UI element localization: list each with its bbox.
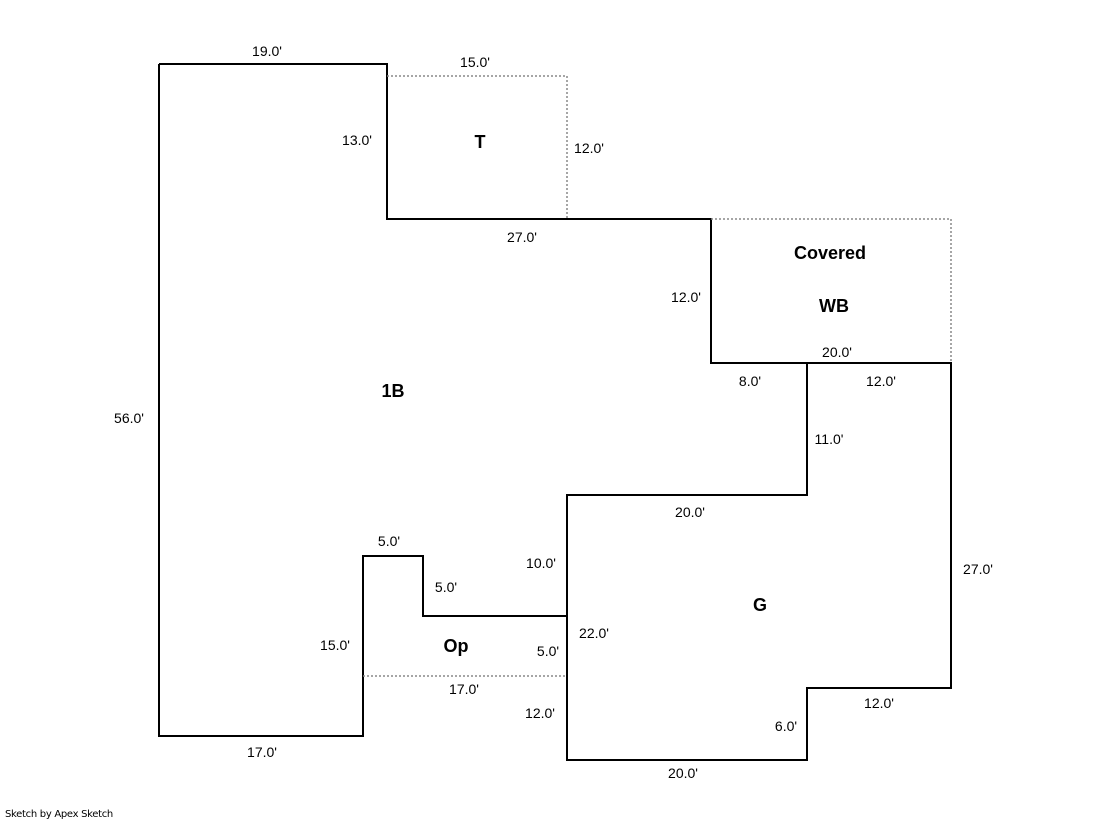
dimension-label: 5.0' [537, 643, 559, 659]
dimension-label: 17.0' [449, 681, 479, 697]
dimension-label: 5.0' [435, 579, 457, 595]
dimension-label: 56.0' [114, 410, 144, 426]
area-label-op: Op [444, 636, 469, 656]
dimension-label: 20.0' [822, 344, 852, 360]
dimension-label: 12.0' [574, 140, 604, 156]
dimension-label: 20.0' [668, 765, 698, 781]
dimension-label: 27.0' [507, 229, 537, 245]
dimension-label: 20.0' [675, 504, 705, 520]
dimension-label: 6.0' [775, 718, 797, 734]
t-area-outline [387, 75, 568, 219]
dimension-label: 27.0' [963, 561, 993, 577]
dimension-label: 11.0' [815, 431, 844, 447]
dimension-label: 22.0' [579, 625, 609, 641]
main-house-outline [158, 63, 808, 737]
dimension-label: 12.0' [525, 705, 555, 721]
area-label-covered: Covered [794, 243, 866, 263]
area-label-g: G [753, 595, 767, 615]
area-label-1b: 1B [381, 381, 404, 401]
dimension-label: 15.0' [320, 637, 350, 653]
dimension-label: 19.0' [252, 43, 282, 59]
area-label-t: T [475, 132, 486, 152]
dimension-label: 12.0' [864, 695, 894, 711]
dimension-label: 12.0' [671, 289, 701, 305]
dimension-label: 15.0' [460, 54, 490, 70]
dimension-label: 8.0' [739, 373, 761, 389]
dimension-label: 17.0' [247, 744, 277, 760]
dimension-label: 10.0' [526, 555, 556, 571]
area-label-wb: WB [819, 296, 849, 316]
sketch-credit: Sketch by Apex Sketch [5, 809, 113, 820]
dimension-label: 13.0' [342, 132, 372, 148]
dimension-label: 5.0' [378, 533, 400, 549]
covered-wb-outline [711, 218, 952, 363]
dimension-label: 12.0' [866, 373, 896, 389]
